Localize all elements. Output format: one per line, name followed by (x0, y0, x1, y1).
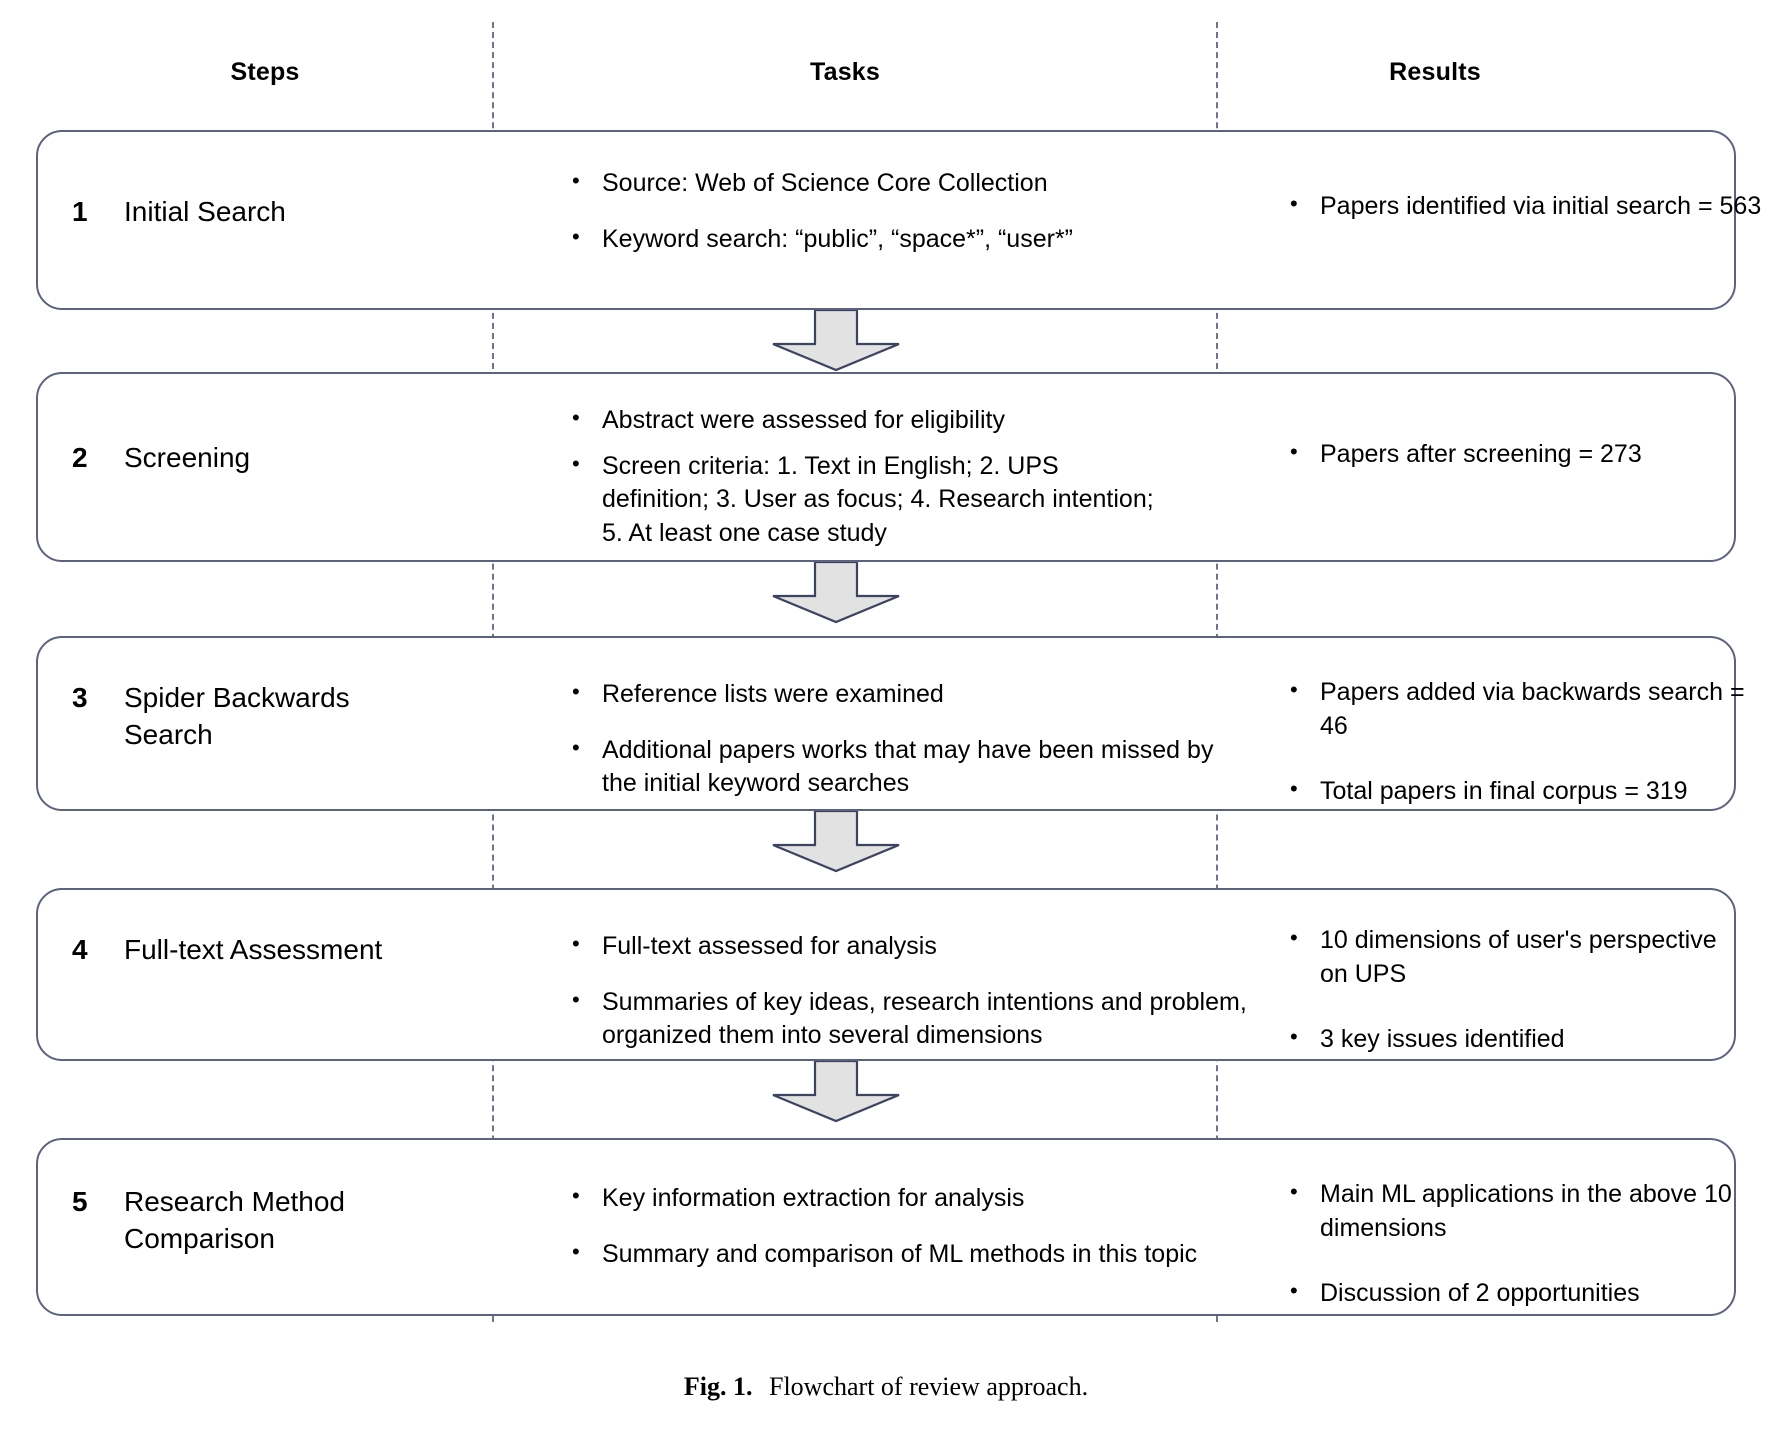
step-title-1: Initial Search (124, 196, 286, 227)
step-number-4: 4 (72, 934, 88, 965)
step-results-5: Main ML applications in the above 10 dim… (1254, 1177, 1772, 1311)
step-label-5: 5 Research Method Comparison (72, 1184, 502, 1258)
figure-number: Fig. 1. (683, 1372, 753, 1401)
result-bullet: Papers identified via initial search = 5… (1284, 189, 1772, 224)
step-label-4: 4 Full-text Assessment (72, 932, 502, 969)
arrow-step4-to-step5 (771, 1061, 901, 1123)
step-number-1: 1 (72, 196, 88, 227)
task-bullet: Abstract were assessed for eligibility (566, 403, 1250, 438)
result-bullet: Main ML applications in the above 10 dim… (1284, 1177, 1770, 1245)
step-tasks-1: Source: Web of Science Core Collection K… (530, 166, 1250, 257)
step-results-3: Papers added via backwards search = 46 T… (1254, 675, 1772, 809)
step-number-2: 2 (72, 442, 88, 473)
step-results-4: 10 dimensions of user's perspective on U… (1254, 923, 1772, 1057)
task-bullet: Full-text assessed for analysis (566, 929, 1250, 964)
result-bullet: Papers added via backwards search = 46 (1284, 675, 1760, 743)
task-bullet: Screen criteria: 1. Text in English; 2. … (566, 449, 1162, 551)
arrow-step2-to-step3 (771, 562, 901, 624)
figure-caption: Fig. 1. Flowchart of review approach. (0, 1372, 1772, 1402)
step-title-5: Research Method Comparison (124, 1186, 346, 1254)
step-box-5: 5 Research Method Comparison Key informa… (36, 1138, 1736, 1316)
result-bullet: 10 dimensions of user's perspective on U… (1284, 923, 1720, 991)
result-bullet: 3 key issues identified (1284, 1022, 1772, 1057)
task-bullet: Reference lists were examined (566, 677, 1250, 712)
step-title-4: Full-text Assessment (124, 934, 383, 965)
task-bullet: Source: Web of Science Core Collection (566, 166, 1250, 201)
step-tasks-4: Full-text assessed for analysis Summarie… (530, 929, 1250, 1053)
column-header-steps: Steps (230, 58, 300, 86)
step-tasks-3: Reference lists were examined Additional… (530, 677, 1250, 801)
step-number-5: 5 (72, 1186, 88, 1217)
step-label-1: 1 Initial Search (72, 194, 502, 231)
task-bullet: Summary and comparison of ML methods in … (566, 1237, 1242, 1272)
task-bullet: Key information extraction for analysis (566, 1181, 1250, 1216)
step-tasks-2: Abstract were assessed for eligibility S… (530, 403, 1250, 551)
step-tasks-5: Key information extraction for analysis … (530, 1181, 1250, 1272)
step-title-3: Spider Backwards Search (124, 682, 350, 750)
step-box-2: 2 Screening Abstract were assessed for e… (36, 372, 1736, 562)
step-label-2: 2 Screening (72, 440, 502, 477)
result-bullet: Total papers in final corpus = 319 (1284, 774, 1772, 809)
result-bullet: Papers after screening = 273 (1284, 437, 1772, 472)
task-bullet: Summaries of key ideas, research intenti… (566, 985, 1282, 1053)
column-header-tasks: Tasks (809, 58, 881, 86)
arrow-step3-to-step4 (771, 811, 901, 873)
step-results-2: Papers after screening = 273 (1254, 437, 1772, 472)
step-box-4: 4 Full-text Assessment Full-text assesse… (36, 888, 1736, 1061)
step-label-3: 3 Spider Backwards Search (72, 680, 502, 754)
step-box-3: 3 Spider Backwards Search Reference list… (36, 636, 1745, 811)
step-box-1: 1 Initial Search Source: Web of Science … (36, 130, 1761, 310)
column-header-results: Results (1389, 58, 1481, 86)
figure-caption-text: Flowchart of review approach. (769, 1372, 1089, 1401)
arrow-step1-to-step2 (771, 310, 901, 372)
task-bullet: Keyword search: “public”, “space*”, “use… (566, 222, 1250, 257)
step-results-1: Papers identified via initial search = 5… (1254, 189, 1772, 224)
column-header-row: Steps Tasks Results (0, 58, 1772, 92)
step-title-2: Screening (124, 442, 251, 473)
result-bullet: Discussion of 2 opportunities (1284, 1276, 1772, 1311)
task-bullet: Additional papers works that may have be… (566, 733, 1222, 801)
step-number-3: 3 (72, 682, 88, 713)
